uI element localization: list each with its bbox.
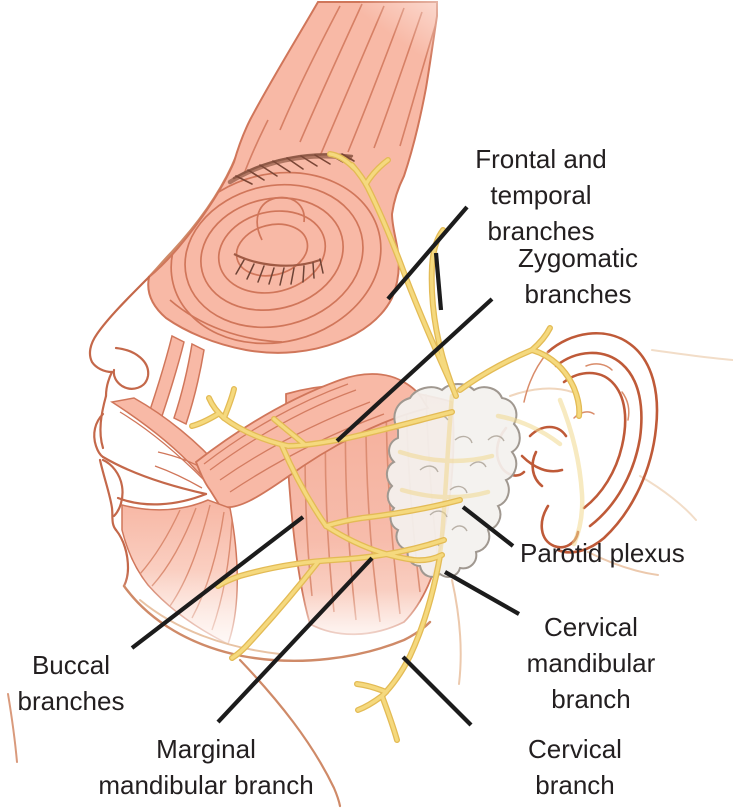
eyelashes (235, 258, 324, 286)
leader-lines (130, 205, 521, 727)
label-marginal-mandibular-branch: Marginal mandibular branch (98, 734, 314, 800)
label-buccal-branches: Buccal branches (17, 650, 125, 716)
leader-temporal-branch (433, 252, 444, 311)
jaw-neck-lines (7, 349, 733, 808)
parotid-gland (386, 383, 521, 578)
ear (495, 331, 659, 554)
leader-frontal-branch (386, 205, 469, 301)
leader-buccal-branches (130, 515, 305, 650)
facial-nerve-branches (189, 151, 583, 743)
leader-zygomatic-branches (335, 297, 494, 443)
label-frontal-temporal-branches: Frontal and temporal branches (475, 144, 607, 246)
label-cervical-mandibular-branch: Cervical mandibular branch (526, 612, 656, 714)
frontalis-orbicularis-muscle (147, 0, 540, 354)
label-cervical-branch: Cervical branch (528, 734, 622, 800)
label-zygomatic-branches: Zygomatic branches (518, 243, 638, 309)
closed-eyelid (233, 253, 321, 267)
leader-cervical-branch (401, 655, 473, 727)
label-parotid-plexus: Parotid plexus (520, 538, 685, 568)
leader-cervical-mandibular-branch (443, 570, 521, 616)
nose (88, 275, 151, 450)
leader-parotid-plexus (461, 505, 515, 548)
leader-marginal-mandibular-branch (216, 556, 374, 724)
